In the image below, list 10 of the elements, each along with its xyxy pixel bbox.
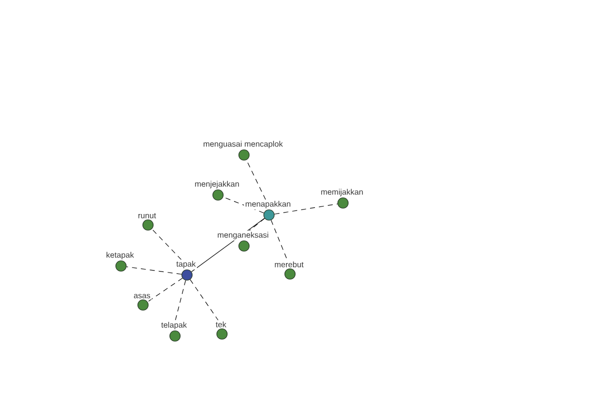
connector-line — [222, 196, 264, 214]
connector-line — [147, 278, 183, 302]
connector-line — [174, 280, 186, 321]
connector-line — [152, 228, 182, 260]
connector-line — [190, 279, 218, 321]
connector-line — [126, 266, 182, 275]
connector-line — [248, 218, 265, 231]
connector-line — [274, 204, 338, 214]
connector-line — [270, 220, 288, 261]
connector-line — [191, 218, 265, 272]
